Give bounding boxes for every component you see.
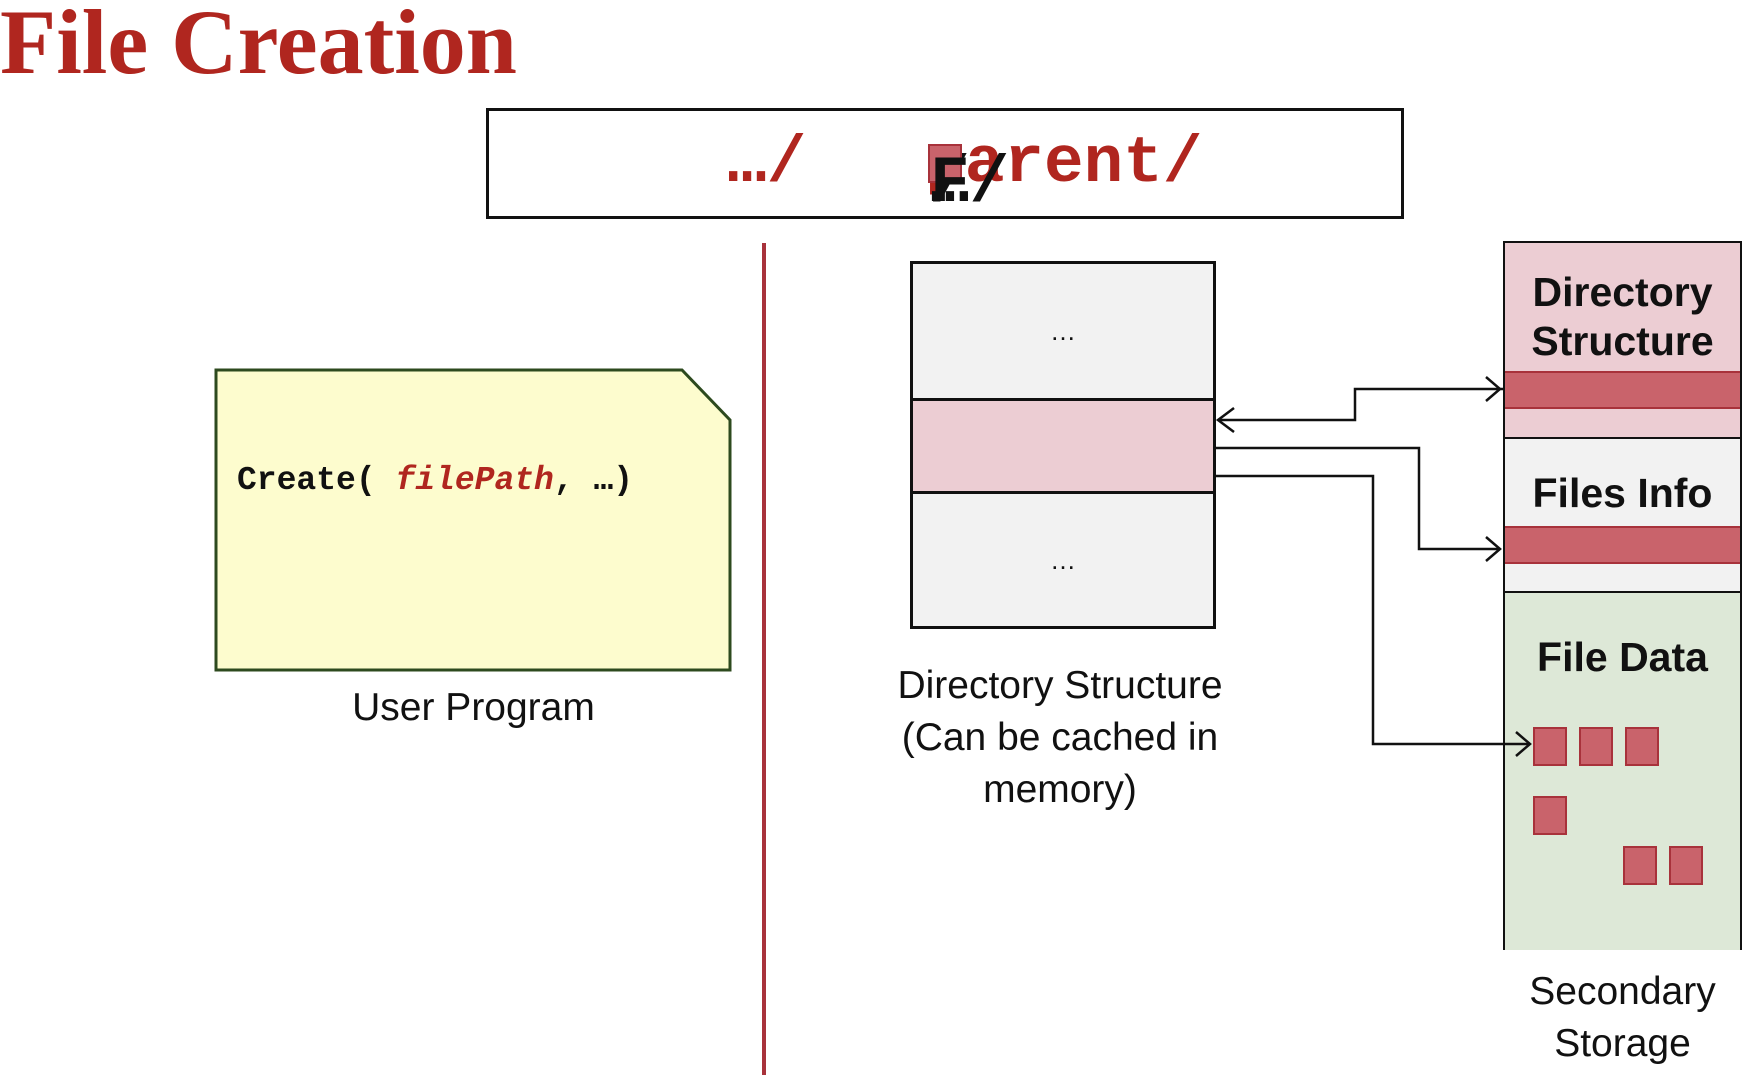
storage-dir-heading-line-2: Structure bbox=[1531, 318, 1714, 365]
code-argument: filePath bbox=[395, 462, 554, 499]
dir-label-line-1: Directory Structure bbox=[897, 664, 1223, 707]
arrow-file-data bbox=[1216, 474, 1530, 746]
path-segment-1: …/ bbox=[727, 126, 807, 201]
user-program-label: User Program bbox=[352, 686, 595, 729]
path-parent: parent/ bbox=[925, 126, 1203, 201]
storage-label-line-1: Secondary bbox=[1529, 970, 1716, 1013]
dir-cell-top: … bbox=[1050, 315, 1076, 346]
section-divider bbox=[762, 243, 766, 1075]
code-rest: , …) bbox=[553, 462, 634, 499]
dir-label-line-3: memory) bbox=[983, 767, 1137, 811]
page-title: File Creation bbox=[0, 0, 517, 93]
storage-files-heading: Files Info bbox=[1532, 470, 1713, 516]
storage-file-data-section: File Data bbox=[1505, 591, 1740, 950]
user-program-note bbox=[214, 368, 732, 672]
program-code: Create( filePath, …) bbox=[237, 462, 633, 499]
arrow-files-info bbox=[1216, 446, 1500, 551]
storage-files-info-section: Files Info bbox=[1505, 437, 1740, 591]
storage-dir-heading: Directory Structure bbox=[1505, 268, 1740, 366]
dir-label-line-2: (Can be cached in bbox=[901, 715, 1219, 759]
dir-cell-highlighted bbox=[913, 398, 1213, 494]
data-block bbox=[1533, 727, 1567, 766]
directory-structure-label: Directory Structure (Can be cached in me… bbox=[860, 660, 1260, 816]
data-block bbox=[1533, 796, 1567, 835]
storage-dir-heading-line-1: Directory bbox=[1532, 269, 1713, 315]
secondary-storage-label: Secondary Storage bbox=[1490, 966, 1751, 1070]
arrow-load-directory bbox=[1218, 387, 1503, 422]
code-function: Create( bbox=[237, 462, 376, 499]
storage-label-line-2: Storage bbox=[1554, 1021, 1691, 1065]
directory-entry-bar bbox=[1505, 371, 1740, 409]
secondary-storage: Directory Structure Files Info File Data bbox=[1503, 241, 1742, 950]
data-block bbox=[1625, 727, 1659, 766]
storage-directory-section: Directory Structure bbox=[1505, 243, 1740, 437]
dir-cell-bottom: … bbox=[1050, 544, 1076, 575]
storage-data-heading: File Data bbox=[1537, 634, 1708, 680]
directory-structure-memory: … … bbox=[910, 261, 1216, 629]
file-path-box: / …/ …/ parent/ F bbox=[486, 108, 1404, 221]
data-block bbox=[1623, 846, 1657, 885]
data-block bbox=[1669, 846, 1703, 885]
file-info-entry-bar bbox=[1505, 526, 1740, 564]
data-block bbox=[1579, 727, 1613, 766]
